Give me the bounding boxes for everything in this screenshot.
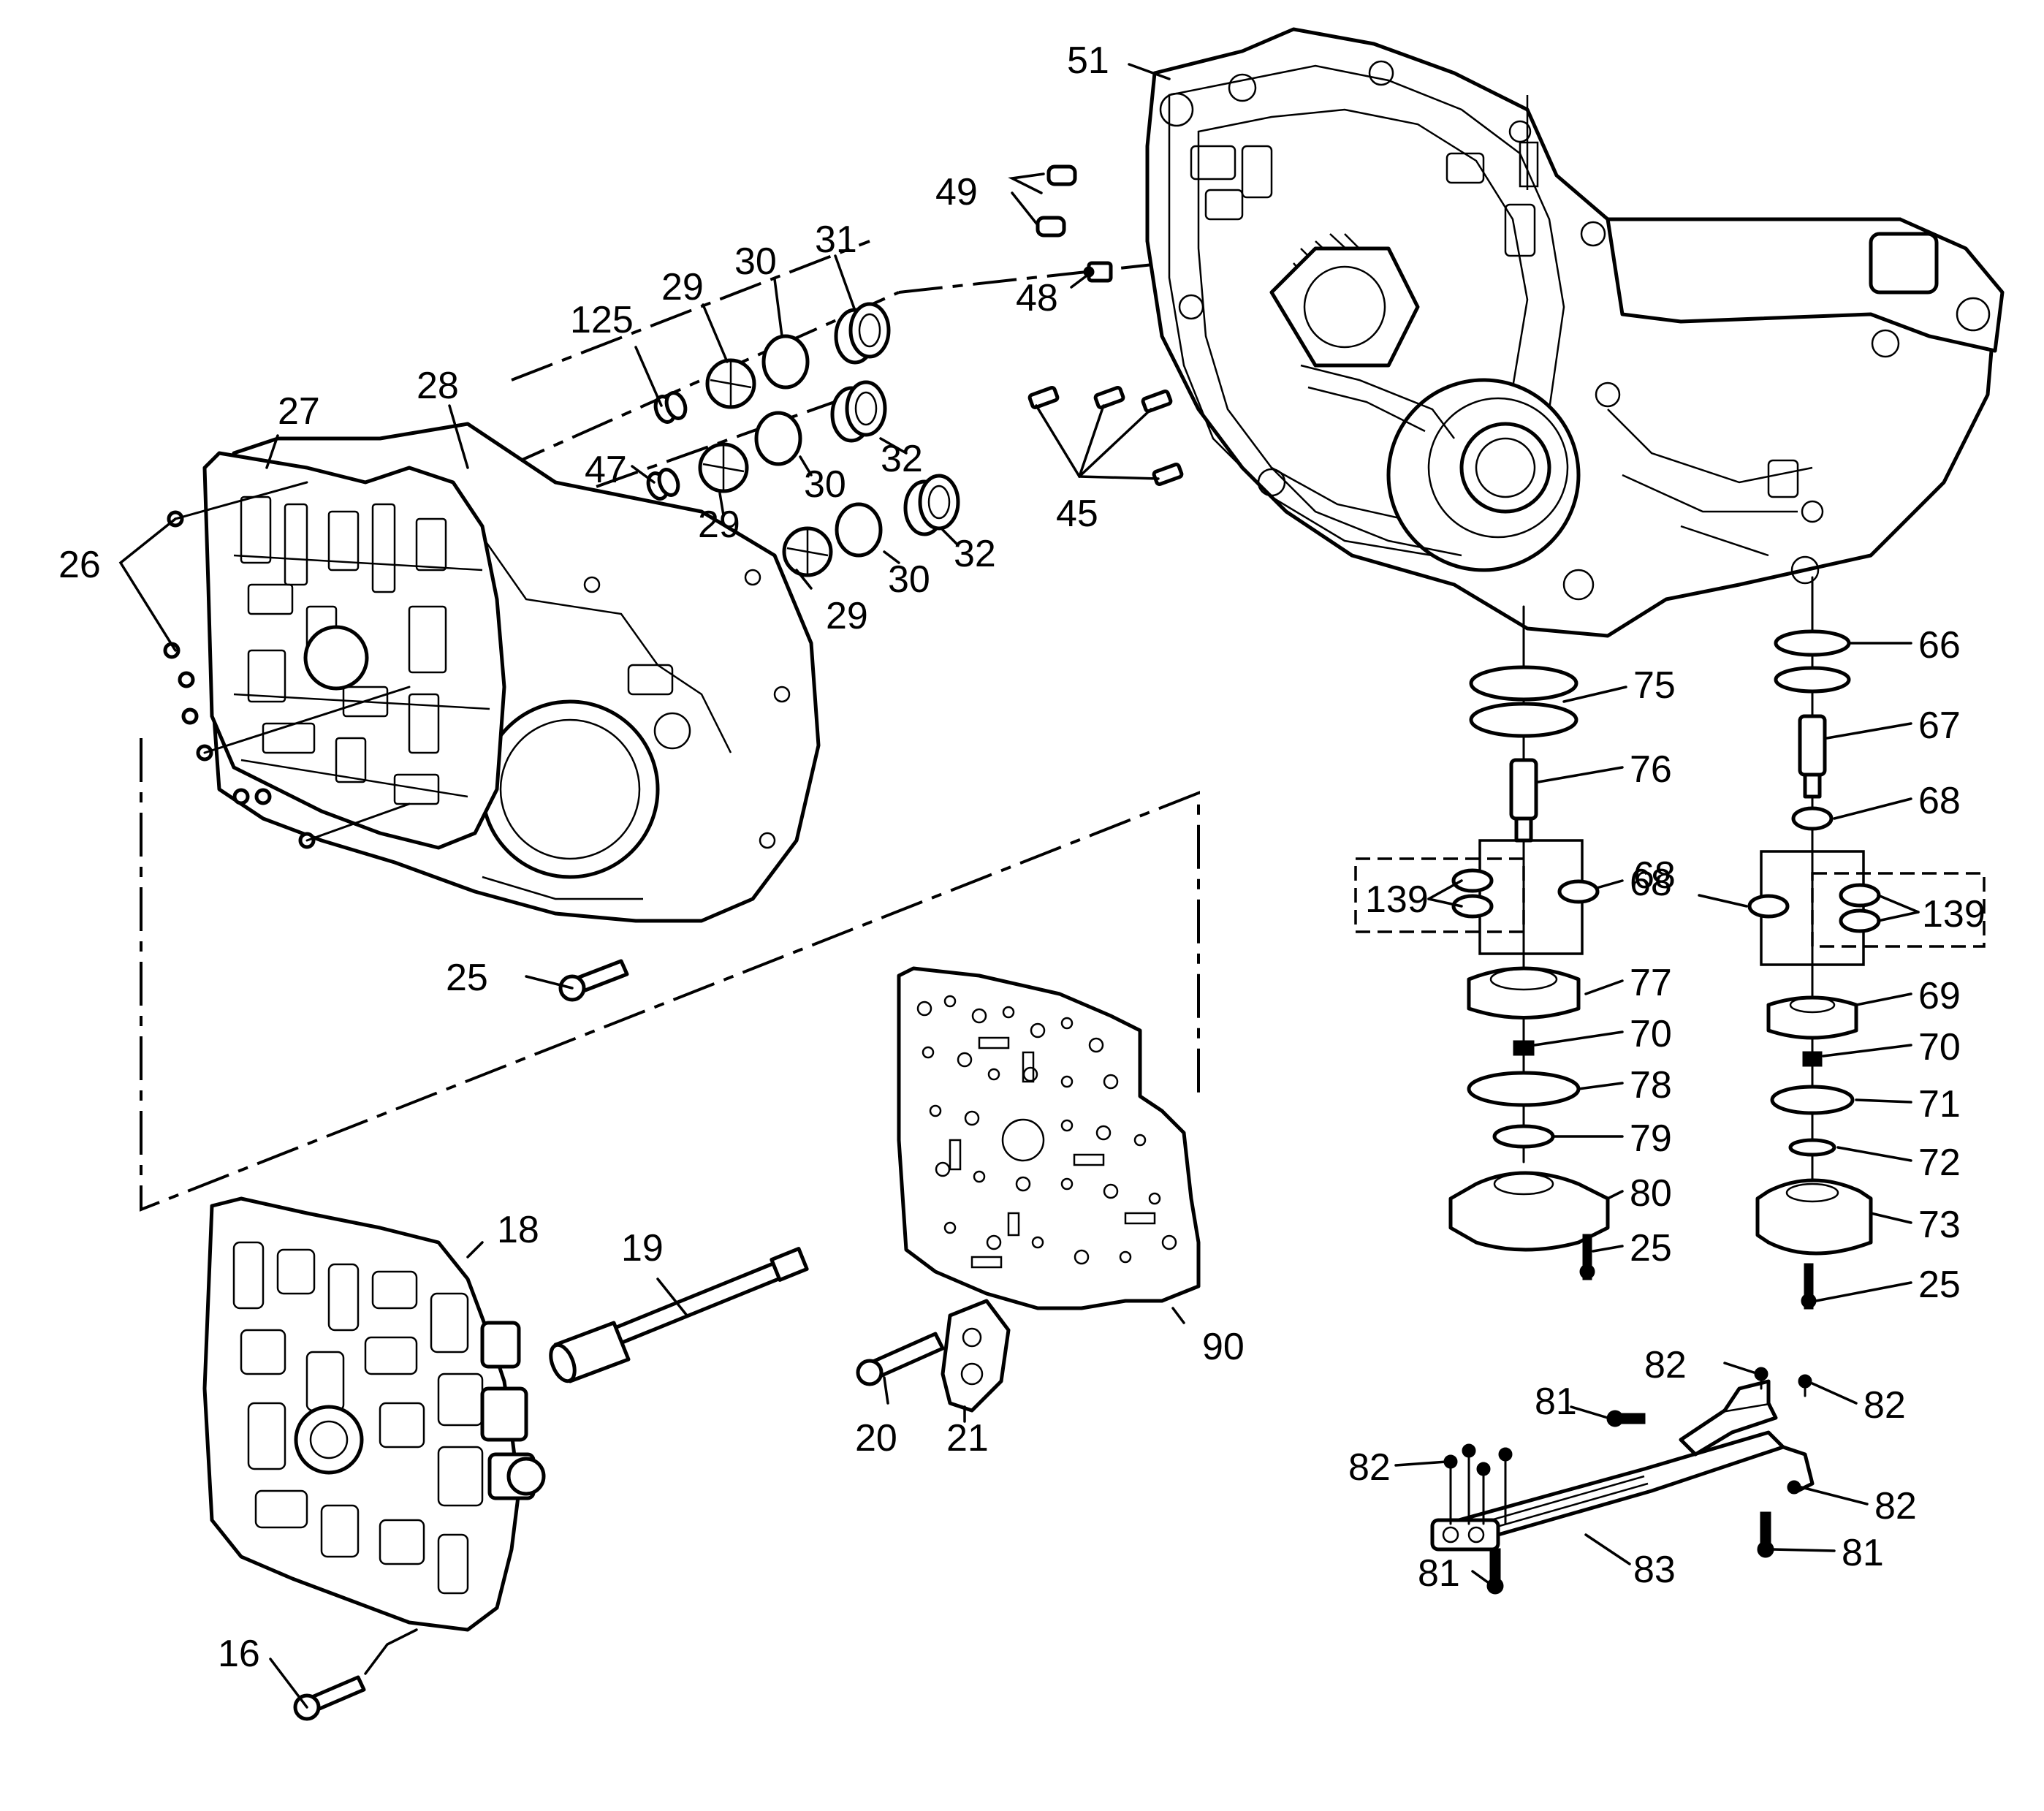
callout-72: 72 <box>1918 1142 1961 1184</box>
bolt-25-cover <box>558 959 629 1002</box>
callout-80: 80 <box>1630 1172 1672 1215</box>
callout-29c: 29 <box>826 595 868 637</box>
pins-49 <box>1036 164 1077 238</box>
callout-73: 73 <box>1918 1204 1961 1246</box>
callout-75: 75 <box>1633 664 1676 707</box>
callout-49: 49 <box>935 171 978 213</box>
callout-67: 67 <box>1918 705 1961 747</box>
callout-68c: 68 <box>1633 854 1676 897</box>
callout-20: 20 <box>855 1417 897 1459</box>
callout-70a: 70 <box>1630 1013 1672 1055</box>
callout-90: 90 <box>1202 1326 1245 1368</box>
callout-labels: 51 49 48 45 31 30 29 125 28 27 47 29 30 … <box>58 39 1986 1675</box>
spacer-plate <box>897 966 1201 1310</box>
callout-82b: 82 <box>1863 1384 1906 1427</box>
callout-139b: 139 <box>1922 893 1986 935</box>
callout-68b: 68 <box>1918 780 1961 822</box>
callout-68a: 68 <box>1630 862 1672 904</box>
callout-25a: 25 <box>446 957 488 999</box>
piston-29b <box>698 442 749 493</box>
callout-18: 18 <box>497 1209 539 1251</box>
callout-27: 27 <box>278 390 320 433</box>
callout-83: 83 <box>1633 1549 1676 1591</box>
bolt-16 <box>293 1675 366 1721</box>
callout-125: 125 <box>570 299 634 341</box>
seal-30c <box>835 502 883 558</box>
callout-26: 26 <box>58 544 101 586</box>
plug-48 <box>1083 261 1113 283</box>
servo-stack-left <box>1354 605 1610 1280</box>
seal-30b <box>754 411 802 466</box>
callout-81a: 81 <box>1535 1381 1577 1423</box>
seal-30a <box>761 334 810 390</box>
callout-77: 77 <box>1630 962 1672 1004</box>
spring-125 <box>653 391 688 424</box>
callout-76: 76 <box>1630 748 1672 791</box>
callout-29a: 29 <box>661 266 704 308</box>
callout-81c: 81 <box>1418 1552 1460 1595</box>
callout-82a: 82 <box>1644 1344 1687 1386</box>
servo-stack-right <box>1747 576 1986 1310</box>
leader-lines <box>118 63 1920 1709</box>
callout-30a: 30 <box>734 240 777 283</box>
callout-30c: 30 <box>888 558 930 601</box>
callout-81b: 81 <box>1842 1532 1884 1574</box>
spring-47 <box>646 468 680 501</box>
callout-28: 28 <box>417 365 459 407</box>
callout-79: 79 <box>1630 1117 1672 1160</box>
callout-25c: 25 <box>1918 1264 1961 1306</box>
screws-82 <box>1443 1367 1812 1525</box>
piston-29c <box>782 526 833 577</box>
callout-66: 66 <box>1918 624 1961 667</box>
bolt-20 <box>856 1332 945 1386</box>
bracket-21 <box>941 1299 1011 1413</box>
callout-48: 48 <box>1016 277 1058 319</box>
callout-19: 19 <box>621 1227 664 1269</box>
accumulator-parts-upper <box>646 302 960 577</box>
callout-30b: 30 <box>804 463 846 506</box>
callout-32a: 32 <box>881 438 923 480</box>
callout-16: 16 <box>218 1633 260 1675</box>
accumulator-32a <box>830 380 887 443</box>
oil-pipe-assembly <box>1430 1367 1815 1595</box>
callout-25b: 25 <box>1630 1227 1672 1269</box>
callout-21: 21 <box>946 1417 989 1459</box>
transmission-case <box>1145 27 2005 638</box>
accumulator-31 <box>834 302 891 365</box>
callout-31: 31 <box>815 219 857 261</box>
callout-78: 78 <box>1630 1064 1672 1106</box>
callout-82c: 82 <box>1348 1446 1391 1489</box>
callout-70b: 70 <box>1918 1026 1961 1068</box>
callout-51: 51 <box>1067 39 1109 82</box>
callout-45: 45 <box>1056 493 1098 535</box>
callout-29b: 29 <box>698 504 740 546</box>
callout-32b: 32 <box>954 533 996 575</box>
callout-82d: 82 <box>1874 1485 1917 1527</box>
callout-71: 71 <box>1918 1083 1961 1125</box>
control-valve-body <box>202 1196 546 1632</box>
accumulator-32b <box>903 474 960 536</box>
pins-45 <box>1027 386 1184 486</box>
channel-plate <box>202 451 506 850</box>
piston-29a <box>705 358 756 409</box>
manual-shaft <box>549 1247 809 1383</box>
callout-47: 47 <box>585 449 627 491</box>
callout-69: 69 <box>1918 975 1961 1017</box>
callout-139a: 139 <box>1365 878 1429 921</box>
